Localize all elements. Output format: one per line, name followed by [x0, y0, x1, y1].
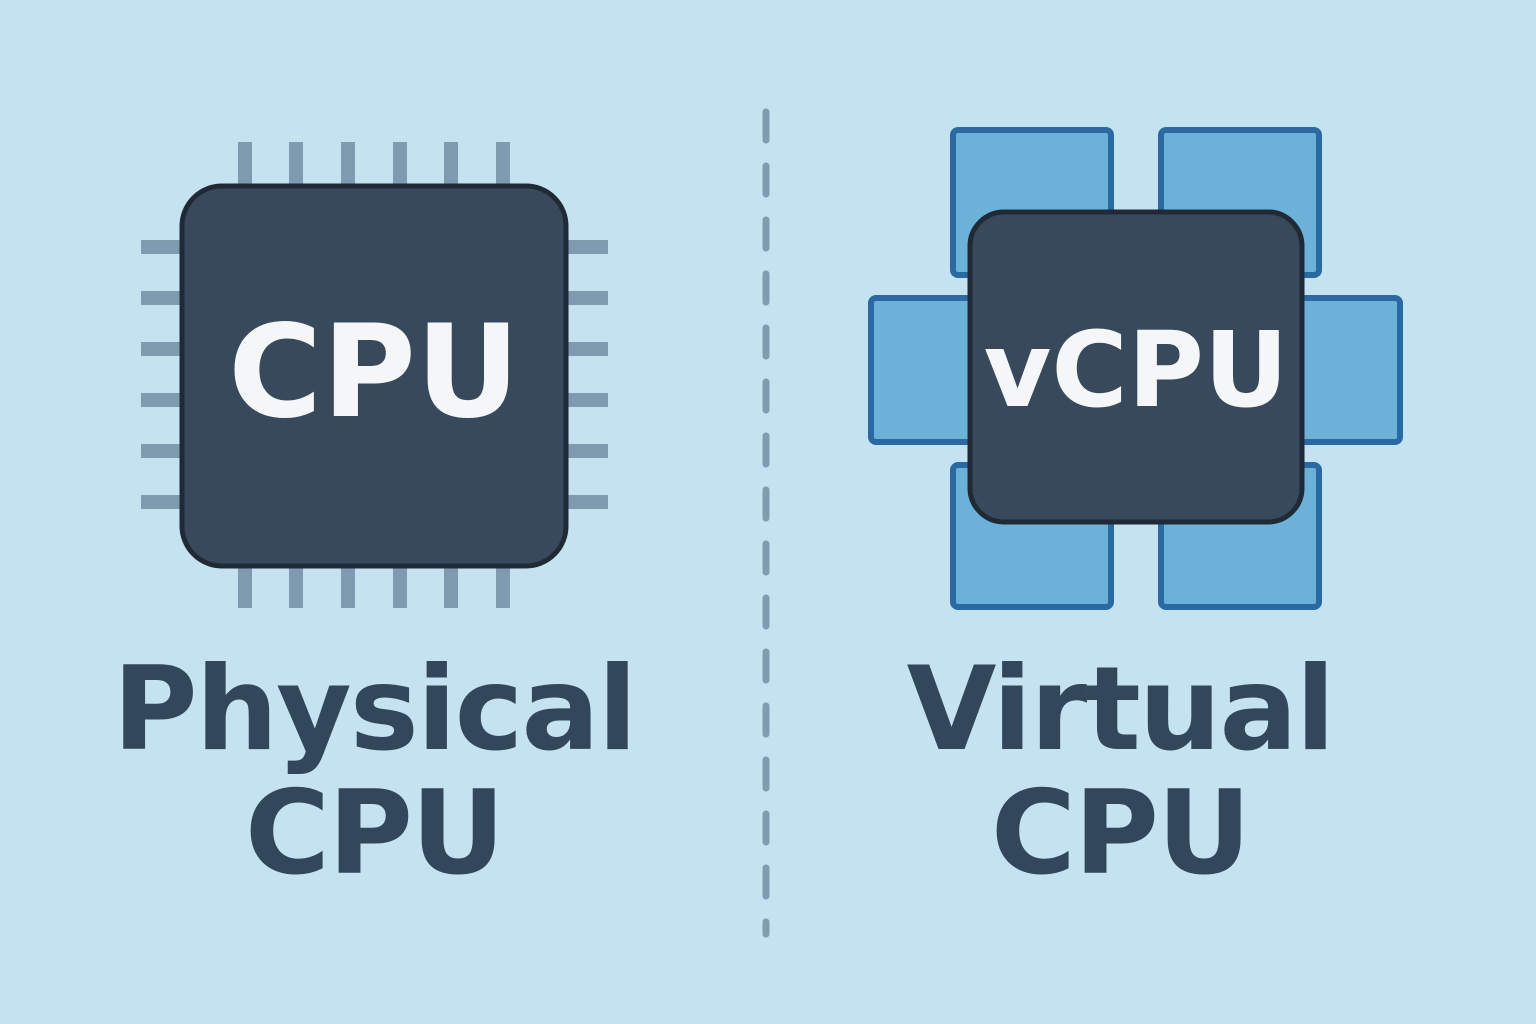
virtual-chip-body [967, 209, 1305, 525]
chip-pin-bottom [289, 558, 303, 608]
chip-pin-bottom [444, 558, 458, 608]
chip-pin-left [141, 342, 189, 356]
chip-pin-top [444, 142, 458, 194]
chip-pin-top [496, 142, 510, 194]
chip-pin-left [141, 444, 189, 458]
virtual-cpu-caption: Virtual CPU [810, 648, 1430, 896]
virtual-caption-line1: Virtual [906, 642, 1336, 777]
virtual-caption-line2: CPU [990, 766, 1251, 901]
chip-pin-bottom [238, 558, 252, 608]
chip-pin-right [560, 240, 608, 254]
chip-pin-top [341, 142, 355, 194]
physical-cpu-caption: Physical CPU [74, 648, 674, 896]
chip-pin-left [141, 291, 189, 305]
chip-pin-bottom [393, 558, 407, 608]
physical-cpu-chip-icon: CPU [141, 142, 608, 608]
chip-pin-bottom [341, 558, 355, 608]
chip-pin-right [560, 342, 608, 356]
chip-pin-left [141, 393, 189, 407]
chip-pin-left [141, 495, 189, 509]
virtual-cpu-chip-icon: vCPU [868, 127, 1403, 610]
physical-chip-label: CPU [228, 298, 520, 447]
chip-pin-top [289, 142, 303, 194]
physical-chip-body [179, 183, 569, 569]
virtual-chip-label: vCPU [984, 309, 1289, 431]
chip-pins [141, 142, 608, 608]
chip-pin-right [560, 495, 608, 509]
chip-pin-top [238, 142, 252, 194]
chip-pin-right [560, 393, 608, 407]
chip-pin-bottom [496, 558, 510, 608]
physical-caption-line1: Physical [112, 642, 638, 777]
chip-pin-left [141, 240, 189, 254]
physical-caption-line2: CPU [244, 766, 505, 901]
chip-pin-right [560, 444, 608, 458]
chip-pin-top [393, 142, 407, 194]
chip-pin-right [560, 291, 608, 305]
